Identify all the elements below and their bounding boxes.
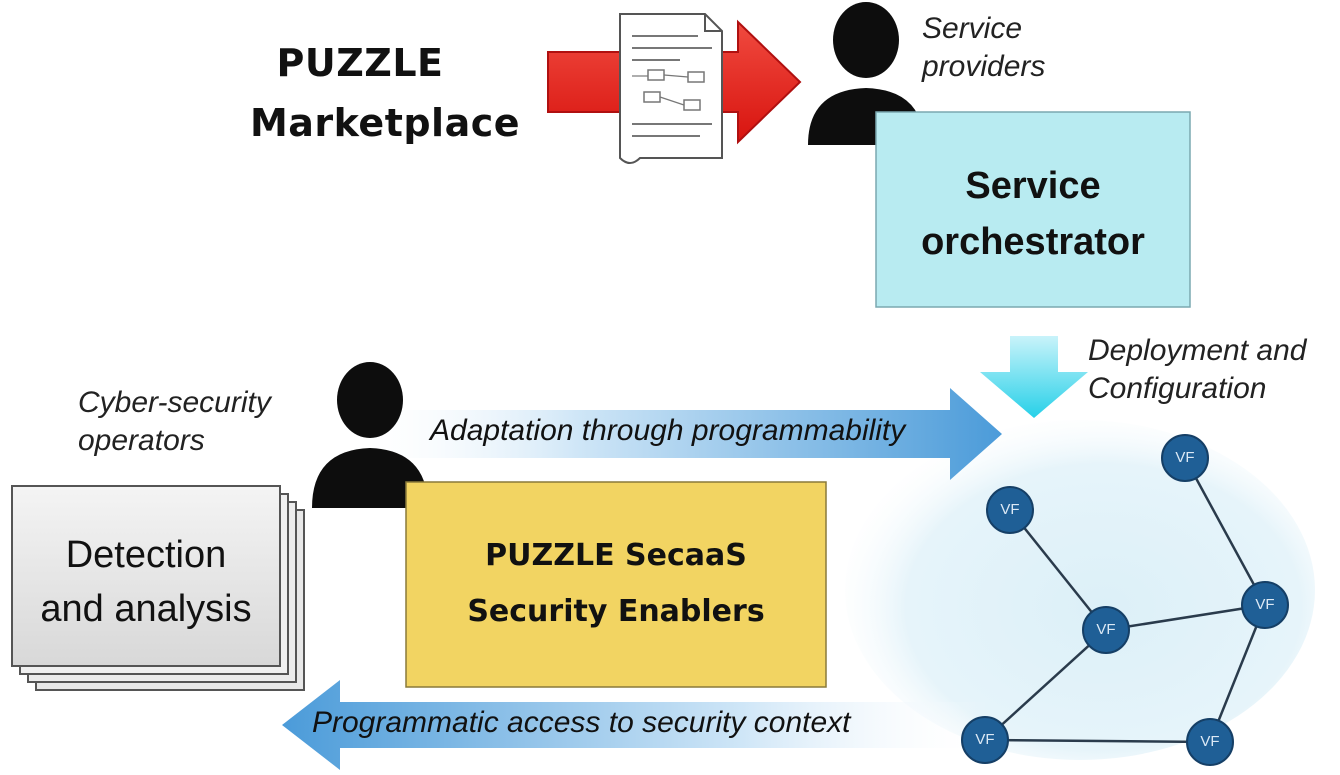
orchestrator-line1: Service	[965, 165, 1101, 207]
enablers-box	[405, 481, 827, 688]
deployment-label: Deployment and Configuration	[1088, 332, 1306, 408]
detection-line1: Detection	[65, 534, 227, 576]
vf-node-1: VF	[1161, 434, 1209, 482]
network-edges	[984, 457, 1267, 744]
down-arrow-icon	[980, 336, 1088, 418]
vf-node-2: VF	[986, 486, 1034, 534]
detection-stack	[11, 485, 305, 691]
vf-node-3: VF	[1082, 606, 1130, 654]
enablers-line1: PUZZLE SecaaS	[485, 538, 747, 573]
marketplace-title-line2: Marketplace	[249, 101, 521, 145]
vf-node-label: VF	[975, 731, 995, 748]
adaptation-arrow	[350, 388, 1002, 480]
vf-node-6: VF	[1186, 718, 1234, 766]
orchestrator-line2: orchestrator	[921, 221, 1145, 263]
vf-node-label: VF	[1096, 621, 1116, 638]
orchestrator-label: Service orchestrator	[876, 158, 1190, 270]
providers-line1: Service	[922, 12, 1023, 45]
marketplace-subtitle: Marketplace	[225, 95, 545, 151]
operators-line2: operators	[78, 424, 205, 457]
detection-line2: and analysis	[40, 588, 252, 630]
enablers-label: PUZZLE SecaaS Security Enablers	[406, 528, 826, 640]
adaptation-label: Adaptation through programmability	[430, 414, 906, 447]
operators-label: Cyber-security operators	[78, 384, 271, 460]
vf-node-label: VF	[1175, 449, 1195, 466]
network-cloud	[845, 420, 1315, 760]
document-icon	[619, 13, 723, 164]
provider-person-icon	[808, 2, 924, 145]
enablers-line2: Security Enablers	[467, 594, 765, 629]
vf-node-label: VF	[1255, 596, 1275, 613]
marketplace-title-line1: PUZZLE	[276, 41, 444, 85]
vf-node-label: VF	[1200, 733, 1220, 750]
orchestrator-box	[875, 111, 1191, 308]
vf-node-label: VF	[1000, 501, 1020, 518]
vf-node-5: VF	[961, 716, 1009, 764]
deployment-line1: Deployment and	[1088, 334, 1307, 367]
vf-node-4: VF	[1241, 581, 1289, 629]
deployment-line2: Configuration	[1088, 372, 1267, 405]
access-label: Programmatic access to security context	[312, 706, 851, 739]
providers-line2: providers	[922, 50, 1046, 83]
operator-person-icon	[312, 362, 428, 508]
marketplace-title: PUZZLE	[240, 35, 480, 91]
access-arrow	[282, 680, 990, 770]
providers-label: Service providers	[922, 10, 1045, 86]
detection-label: Detection and analysis	[12, 528, 280, 636]
operators-line1: Cyber-security	[78, 386, 271, 419]
